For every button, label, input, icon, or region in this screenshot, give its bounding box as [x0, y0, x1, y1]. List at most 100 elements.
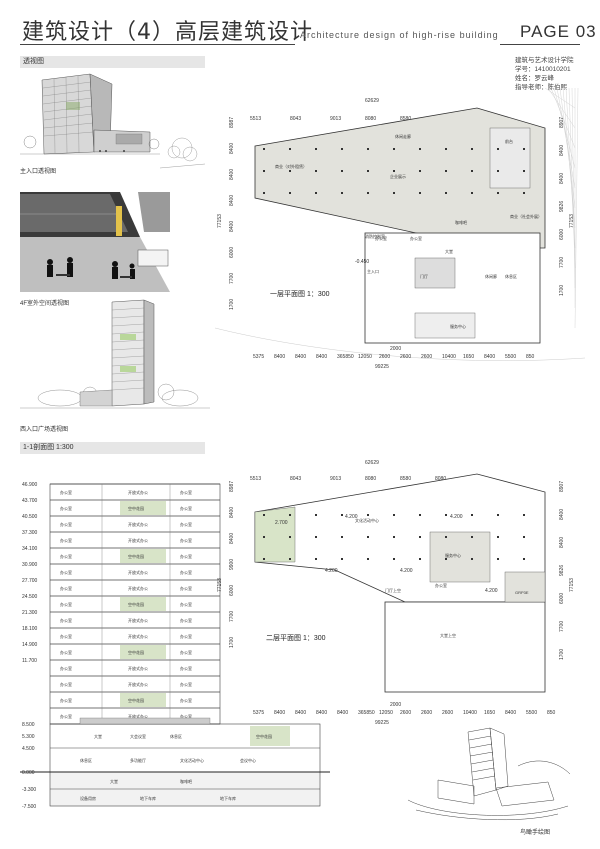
section-level-mark: 14.900 — [22, 642, 38, 648]
site-line — [556, 87, 576, 189]
second-floor-plan: 5513804390138080858080808580626298987840… — [215, 452, 585, 737]
section-garden — [250, 726, 290, 746]
aerial-sketch — [398, 726, 578, 826]
section-level-mark: 11.700 — [22, 658, 37, 664]
room-label: 前台 — [505, 138, 513, 144]
dimension-label: 10400 — [463, 710, 477, 716]
dimension-total: 99225 — [375, 720, 389, 726]
column — [419, 148, 421, 150]
school-name: 建筑与艺术设计学院 — [515, 57, 574, 64]
room-label: 主入口 — [367, 268, 379, 274]
column — [471, 170, 473, 172]
room-label: 大堂 — [445, 248, 453, 254]
main-entrance-caption: 主入口透视图 — [20, 169, 57, 175]
section-room-label: 办公室 — [180, 489, 192, 495]
plan-podium-outline — [254, 473, 546, 603]
page-number: PAGE 03 — [520, 22, 597, 41]
dimension-label: 8907 — [559, 481, 565, 492]
section-room-label: 空中花园 — [128, 601, 144, 607]
dimension-label: 2600 — [421, 710, 432, 716]
column — [419, 192, 421, 194]
section-room-label: 开放式办公 — [128, 521, 148, 527]
room-label: 门厅 — [420, 273, 428, 279]
advisor: 指导老师：陈伯熙 — [515, 84, 567, 91]
dimension-total: 77153 — [569, 578, 575, 592]
column — [471, 192, 473, 194]
plan-tower-outline — [384, 601, 546, 693]
column — [341, 192, 343, 194]
plan-service-area — [429, 531, 491, 583]
dimension-label: 1700 — [559, 285, 565, 296]
section-room-label: 办公室 — [180, 681, 192, 687]
student-info: 建筑与艺术设计学院 学号：1410010201 姓名：罗云峰 指导老师：陈伯熙 — [515, 56, 574, 92]
second-floor-plan-title: 二层平面图 1：300 — [264, 632, 328, 644]
dimension-label: 365850 — [337, 354, 354, 360]
dimension-label: 8080 — [365, 476, 376, 482]
section-room-label: 空中花园 — [128, 649, 144, 655]
dimension-label: 9900 — [229, 559, 235, 570]
section-room-label: 咖啡吧 — [180, 778, 192, 784]
column — [393, 192, 395, 194]
column — [315, 170, 317, 172]
dimension-label: 2600 — [421, 354, 432, 360]
section-room-label: 文化活动中心 — [180, 757, 204, 763]
dimension-label: 8400 — [295, 710, 306, 716]
dimension-label: 8400 — [274, 710, 285, 716]
section-room-label: 开放式办公 — [128, 585, 148, 591]
column — [393, 558, 395, 560]
dimension-label: 8580 — [400, 116, 411, 122]
column — [289, 170, 291, 172]
dimension-label: 5375 — [253, 710, 264, 716]
column — [263, 170, 265, 172]
column — [263, 558, 265, 560]
section-room-label: 办公室 — [60, 681, 72, 687]
column — [523, 148, 525, 150]
room-label: 办公室 — [375, 235, 387, 241]
site-line — [553, 87, 576, 169]
column — [393, 514, 395, 516]
section-room-label: 开放式办公 — [128, 633, 148, 639]
section-room-label: 办公室 — [180, 537, 192, 543]
perspective-heading: 透视图 — [20, 56, 205, 68]
column — [367, 558, 369, 560]
ground-floor-plan: 5513804390138080858080808580626298987840… — [214, 87, 586, 378]
sky-garden-fill — [120, 501, 166, 515]
column — [341, 558, 343, 560]
dimension-label: 1700 — [229, 299, 235, 310]
section-room-label: 办公室 — [180, 585, 192, 591]
dimension-label: 7700 — [229, 611, 235, 622]
room-label: 休闲走廊 — [395, 133, 411, 139]
column — [289, 192, 291, 194]
section-room-label: 办公室 — [180, 649, 192, 655]
section-level-mark: 21.300 — [22, 610, 38, 616]
dimension-label: 8400 — [559, 509, 565, 520]
dimension-total: 62629 — [365, 98, 379, 104]
page-number-underline — [500, 44, 580, 45]
page-title: 建筑设计（4）高层建筑设计 — [22, 20, 313, 45]
dimension-label: 8400 — [316, 354, 327, 360]
section-room-label: 大会议室 — [130, 733, 146, 739]
dimension-label: 1700 — [559, 649, 565, 660]
column — [471, 148, 473, 150]
dimension-label: 8080 — [365, 116, 376, 122]
site-line — [574, 87, 579, 329]
column — [367, 170, 369, 172]
room-label: 企业展示 — [390, 173, 406, 179]
section-level-mark: 8.500 — [22, 722, 35, 728]
section-level-mark: 27.700 — [22, 578, 38, 584]
section-room-label: 办公室 — [180, 553, 192, 559]
column — [367, 536, 369, 538]
section-level-mark: 0.000 — [22, 770, 35, 776]
section-level-mark: 24.500 — [22, 594, 38, 600]
plan-roof-garden — [254, 506, 296, 563]
dimension-label: 8580 — [400, 476, 411, 482]
column — [367, 514, 369, 516]
dimension-label: 8400 — [229, 195, 235, 206]
dimension-total: 77153 — [569, 214, 575, 228]
section-room-label: 大堂 — [110, 778, 118, 784]
elevation-mark: 4.200 — [485, 588, 498, 594]
column — [523, 192, 525, 194]
section-room-label: 办公室 — [180, 633, 192, 639]
dimension-label: 8400 — [229, 507, 235, 518]
dimension-label: 8400 — [337, 710, 348, 716]
